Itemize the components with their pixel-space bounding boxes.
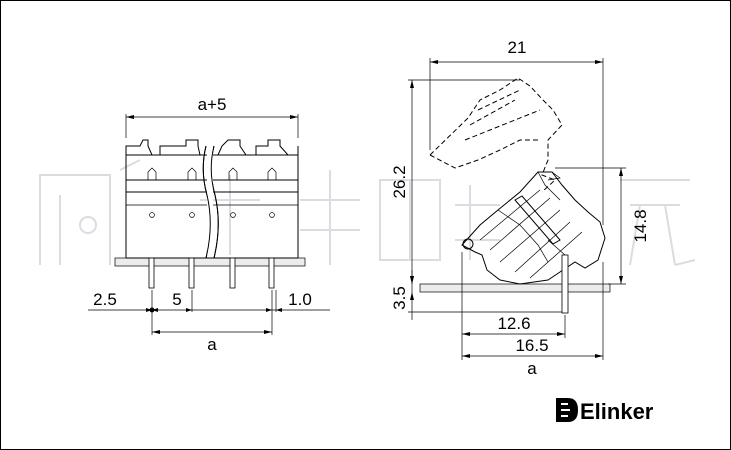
side-pcb-board xyxy=(419,283,611,293)
wire-entry xyxy=(462,238,474,250)
dim-pin-offset: 12.6 xyxy=(497,314,530,333)
dim-pitch: 5 xyxy=(172,290,181,309)
dim-depth: 16.5 xyxy=(515,336,548,355)
test-hole xyxy=(230,212,236,218)
side-view: 21 26.2 14.8 3.5 12.6 16.5 a xyxy=(390,38,650,378)
watermark xyxy=(39,159,696,266)
dim-side-total: a xyxy=(527,359,537,378)
brand-logo: Elinker xyxy=(556,398,654,424)
side-pin xyxy=(561,254,569,314)
test-hole xyxy=(149,212,155,218)
test-hole xyxy=(189,212,195,218)
side-lever-bar xyxy=(514,195,561,245)
dim-origin-dot xyxy=(149,307,155,313)
lever-open-dashed xyxy=(429,77,563,193)
dim-pin-width: 1.0 xyxy=(288,290,312,309)
front-pins xyxy=(148,257,275,289)
front-view: a+5 2.5 5 1.0 a xyxy=(88,95,330,354)
dim-pin-length: 3.5 xyxy=(390,286,409,310)
front-body-left xyxy=(125,139,201,258)
test-hole xyxy=(269,212,275,218)
dim-body-height: 14.8 xyxy=(631,209,650,242)
dim-front-total: a xyxy=(207,335,217,354)
brand-name: Elinker xyxy=(580,399,654,424)
dim-side-width: 21 xyxy=(508,38,527,57)
clamp-windows xyxy=(147,167,277,180)
dim-top-width: a+5 xyxy=(198,95,227,114)
dim-side-height: 26.2 xyxy=(390,165,409,198)
side-housing xyxy=(461,171,606,285)
pcb-board xyxy=(114,257,306,267)
dim-left-offset: 2.5 xyxy=(93,290,117,309)
